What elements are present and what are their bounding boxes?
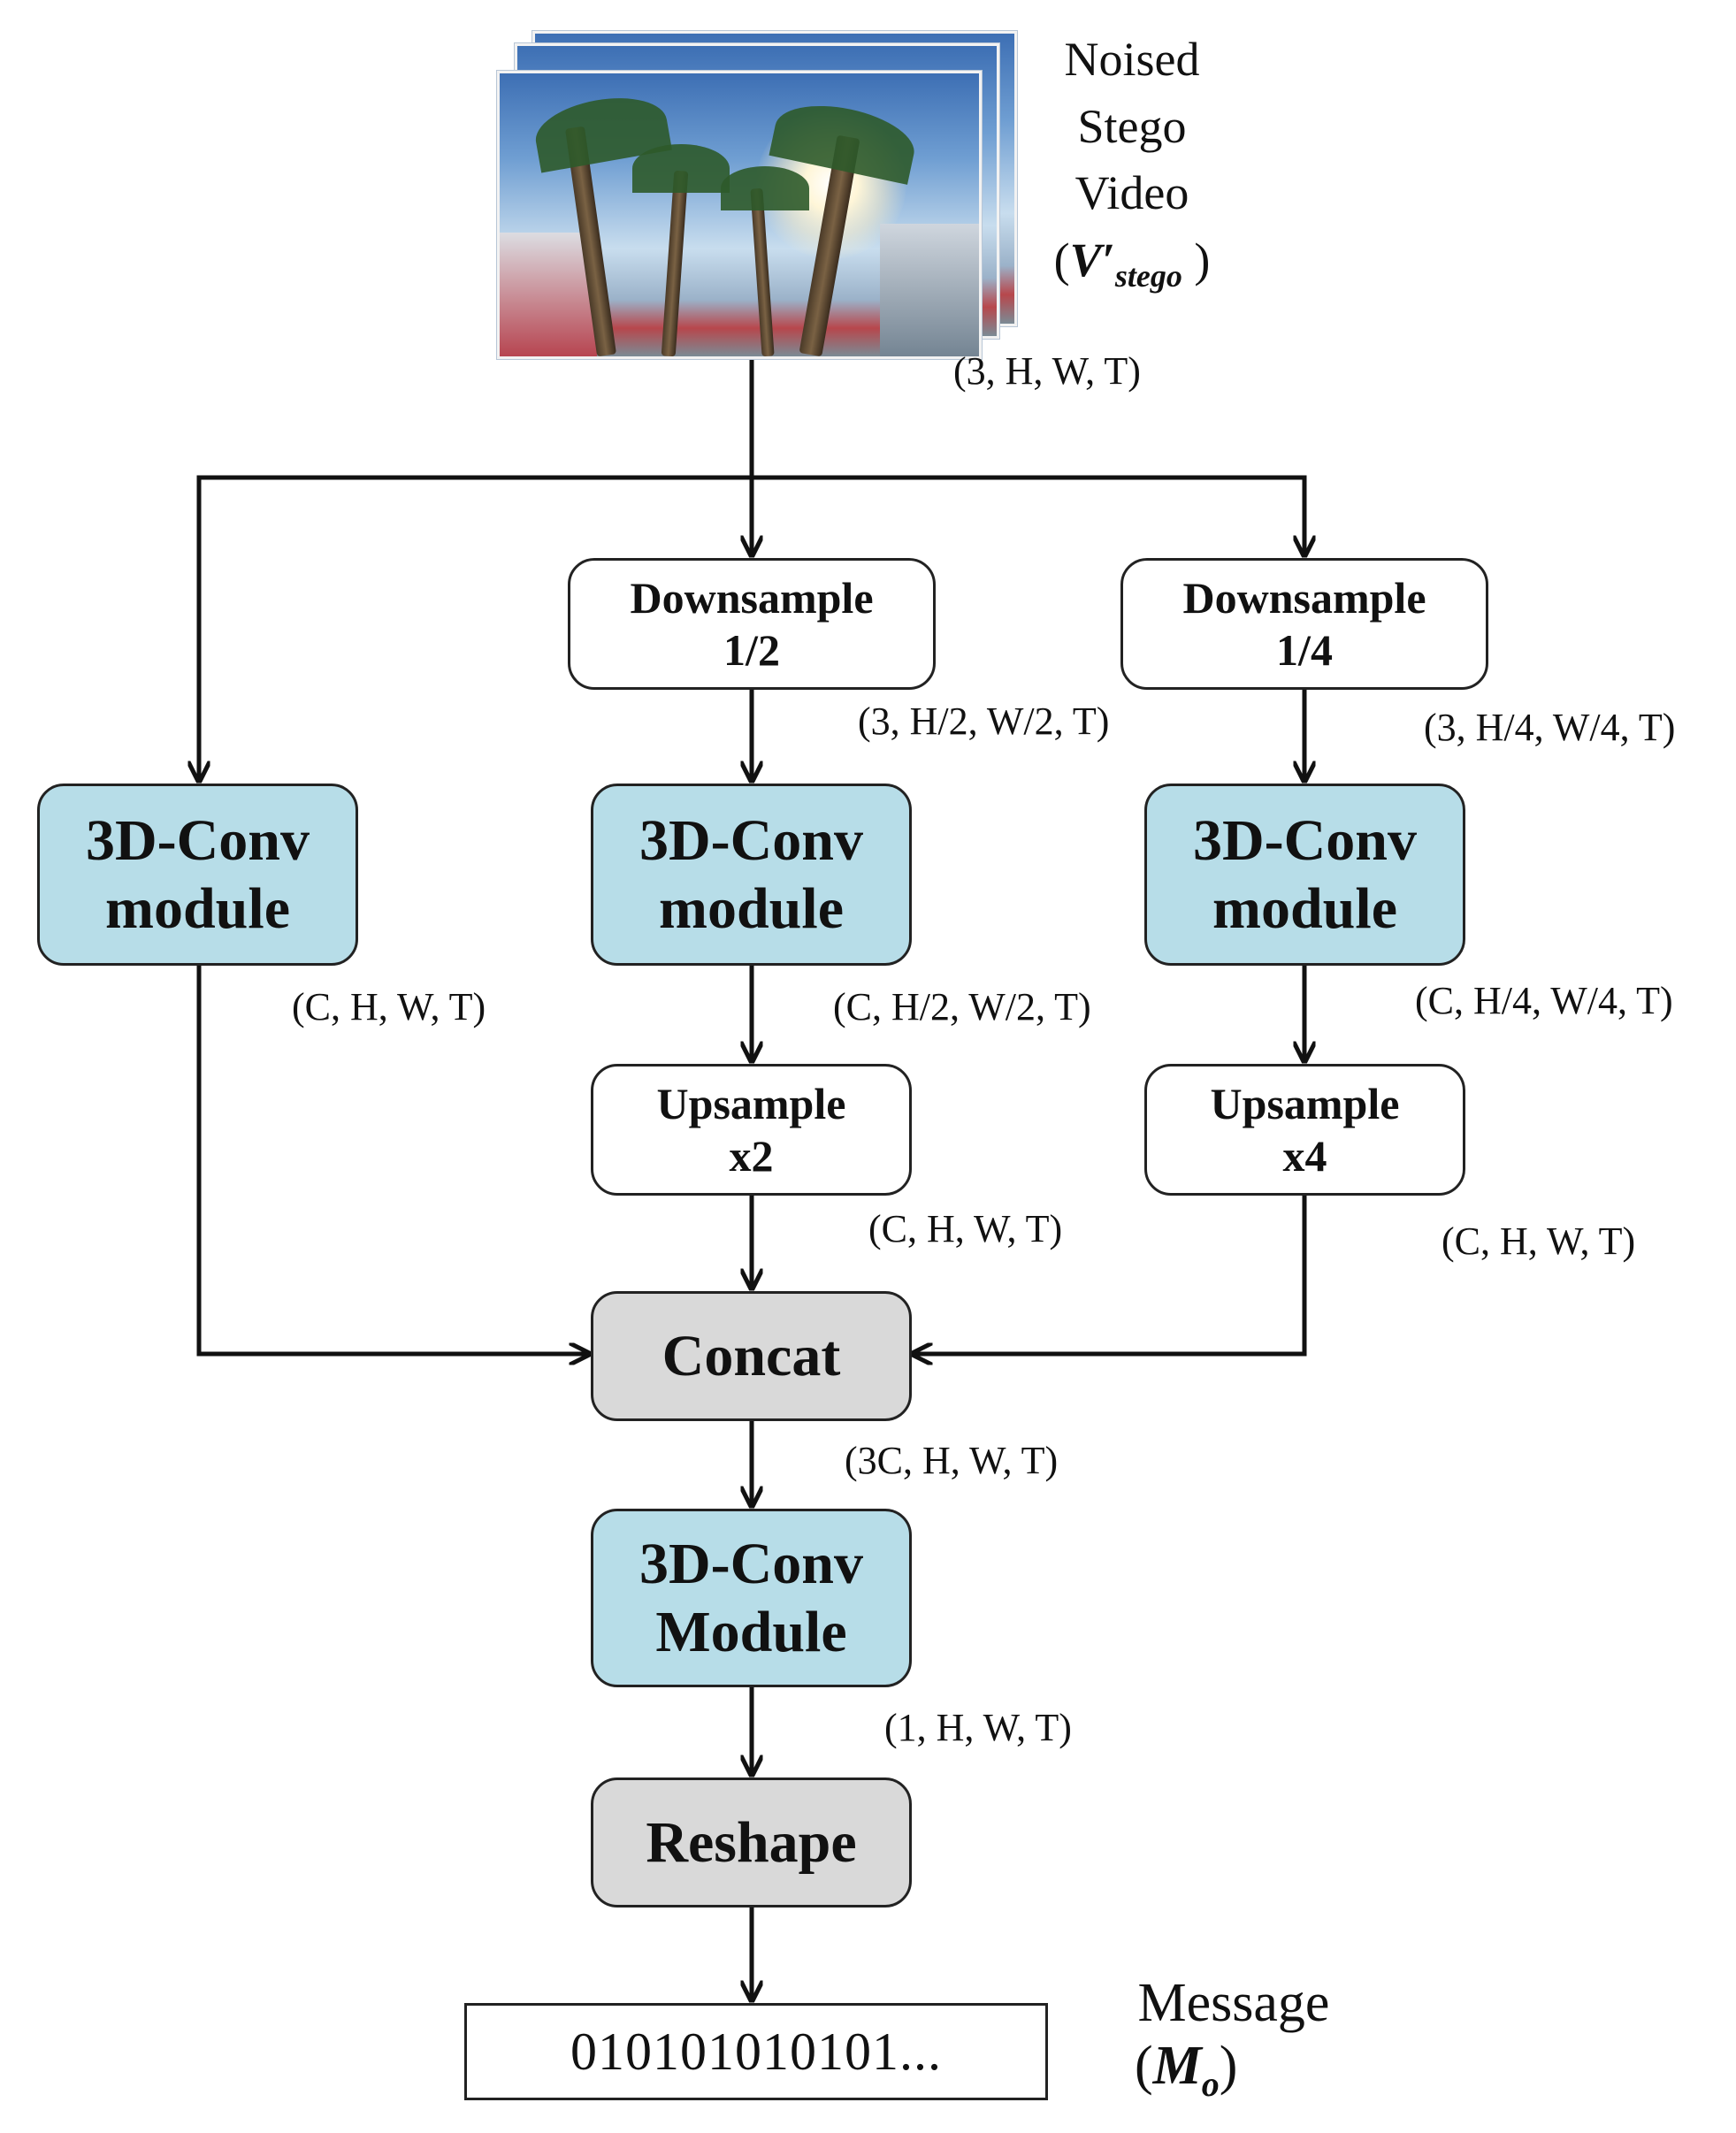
upsample-x2-label: Upsample x2 bbox=[656, 1079, 846, 1181]
input-symbol-main: V′ bbox=[1069, 233, 1115, 287]
building-right bbox=[880, 224, 979, 356]
message-symbol: (Mo) bbox=[1135, 2036, 1238, 2104]
conv-final-node: 3D-Conv Module bbox=[591, 1509, 912, 1687]
downsample-quarter-node: Downsample 1/4 bbox=[1120, 558, 1488, 690]
dim-after-conv-full: (C, H, W, T) bbox=[292, 985, 486, 1028]
concat-node: Concat bbox=[591, 1291, 912, 1421]
reshape-label: Reshape bbox=[646, 1809, 857, 1875]
dim-after-concat: (3C, H, W, T) bbox=[845, 1439, 1059, 1482]
conv-full-label: 3D-Conv module bbox=[85, 807, 310, 941]
conv-quarter-label: 3D-Conv module bbox=[1192, 807, 1417, 941]
conv-final-label: 3D-Conv Module bbox=[639, 1531, 863, 1664]
dim-after-conv-final: (1, H, W, T) bbox=[884, 1706, 1072, 1749]
message-symbol-main: M bbox=[1152, 2036, 1202, 2097]
dim-input: (3, H, W, T) bbox=[953, 349, 1141, 393]
conv-full-node: 3D-Conv module bbox=[37, 784, 358, 966]
input-label: Noised Stego Video (V′stego ) bbox=[1030, 27, 1234, 302]
palm-fronds-4 bbox=[721, 166, 809, 210]
downsample-quarter-label: Downsample 1/4 bbox=[1182, 573, 1426, 675]
reshape-node: Reshape bbox=[591, 1778, 912, 1907]
message-label: Message (Mo) bbox=[1101, 1972, 1366, 2107]
upsample-x2-node: Upsample x2 bbox=[591, 1064, 912, 1196]
input-label-line-3: Video bbox=[1074, 166, 1189, 220]
dim-after-downsample-quarter: (3, H/4, W/4, T) bbox=[1424, 706, 1676, 749]
dim-after-upsample-x2: (C, H, W, T) bbox=[868, 1207, 1063, 1250]
edge-conv-full-to-concat bbox=[196, 963, 592, 1354]
edge-upsample-x4-to-concat bbox=[910, 1193, 1307, 1354]
upsample-x4-node: Upsample x4 bbox=[1144, 1064, 1465, 1196]
downsample-half-node: Downsample 1/2 bbox=[568, 558, 936, 690]
concat-label: Concat bbox=[662, 1323, 841, 1388]
input-label-line-1: Noised bbox=[1064, 33, 1200, 86]
message-label-text: Message bbox=[1137, 1973, 1330, 2033]
conv-quarter-node: 3D-Conv module bbox=[1144, 784, 1465, 966]
upsample-x4-label: Upsample x4 bbox=[1210, 1079, 1400, 1181]
conv-half-label: 3D-Conv module bbox=[639, 807, 863, 941]
dim-after-conv-half: (C, H/2, W/2, T) bbox=[833, 985, 1091, 1028]
palm-fronds-2 bbox=[632, 144, 730, 193]
video-frame-front bbox=[497, 71, 982, 359]
input-video-frames bbox=[497, 31, 1028, 359]
input-symbol: (V′stego ) bbox=[1053, 233, 1211, 294]
conv-half-node: 3D-Conv module bbox=[591, 784, 912, 966]
building-left bbox=[500, 233, 597, 356]
dim-after-downsample-half: (3, H/2, W/2, T) bbox=[858, 700, 1110, 743]
dim-after-upsample-x4: (C, H, W, T) bbox=[1442, 1219, 1636, 1263]
palm-trunk-2 bbox=[661, 170, 689, 356]
downsample-half-label: Downsample 1/2 bbox=[630, 573, 874, 675]
message-symbol-sub: o bbox=[1201, 2063, 1220, 2104]
dim-after-conv-quarter: (C, H/4, W/4, T) bbox=[1415, 979, 1673, 1022]
message-output-box: 010101010101... bbox=[464, 2003, 1048, 2100]
input-symbol-sub: stego bbox=[1114, 257, 1182, 294]
input-label-line-2: Stego bbox=[1077, 99, 1187, 153]
message-bits: 010101010101... bbox=[570, 2022, 942, 2081]
